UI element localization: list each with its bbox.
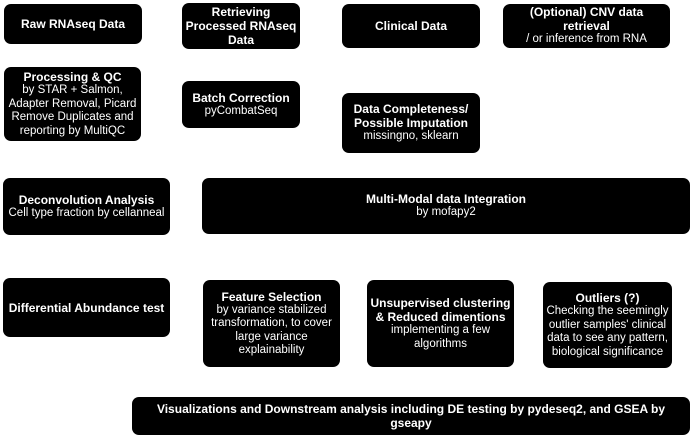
node-batch-correction: Batch Correction pyCombatSeq [182,81,300,128]
node-title-line: Unsupervised clustering [370,296,511,310]
node-subtitle-line: algorithms [413,337,468,350]
node-subtitle-line: large variance [235,330,308,343]
node-subtitle: by mofapy2 [416,206,476,219]
node-title: Multi-Modal data Integration [366,192,526,207]
node-subtitle-line: transformation, to cover [211,317,332,329]
node-data-completeness: Data Completeness/ Possible Imputation m… [342,93,480,153]
node-retrieving-processed-rnaseq: Retrieving Processed RNAseq Data [182,3,300,49]
node-title: Clinical Data [374,19,448,33]
node-title: Raw RNAseq Data [20,17,126,31]
node-subtitle-line: outlier samples' clinical [548,318,667,331]
node-subtitle: missingno, sklearn [363,130,459,143]
node-subtitle: pyCombatSeq [204,104,278,117]
node-subtitle-line: explainability [238,344,305,356]
node-deconvolution-analysis: Deconvolution Analysis Cell type fractio… [3,178,170,235]
node-title: (Optional) CNV data retrieval [529,5,644,34]
node-processing-qc: Processing & QC by STAR + Salmon, Adapte… [4,67,141,141]
node-title: Processing & QC [23,70,122,84]
node-subtitle-line: by variance stabilized [216,303,327,316]
node-title-line: Data [227,33,254,47]
node-clinical-data: Clinical Data [342,4,480,48]
node-visualizations-downstream: Visualizations and Downstream analysis i… [132,397,690,435]
node-title: Outliers (?) [575,291,640,305]
node-subtitle-line: Checking the seemingly [546,305,669,317]
node-differential-abundance: Differential Abundance test [3,278,170,337]
node-feature-selection: Feature Selection by variance stabilized… [203,280,340,367]
node-cnv-data-retrieval: (Optional) CNV data retrieval / or infer… [503,4,670,48]
node-raw-rnaseq-data: Raw RNAseq Data [4,4,142,44]
node-title-line: Possible Imputation [353,116,468,131]
node-title: Deconvolution Analysis [18,192,155,207]
node-subtitle-line: Adapter Removal, Picard [8,97,137,110]
node-subtitle: / or inference from RNA [526,33,647,46]
node-title-line: & Reduced dimentions [375,310,506,324]
node-unsupervised-clustering: Unsupervised clustering & Reduced diment… [367,280,514,367]
node-title-line: Processed RNAseq [185,19,297,33]
node-subtitle-line: implementing a few [390,324,491,336]
node-title: Batch Correction [192,90,290,105]
node-subtitle-line: biological significance [551,345,664,358]
node-title: Feature Selection [221,289,322,304]
node-subtitle-line: data to see any pattern, [547,332,668,344]
node-title: Visualizations and Downstream analysis i… [156,402,666,430]
node-subtitle-line: by STAR + Salmon, [22,84,123,96]
node-subtitle-line: reporting by MultiQC [19,124,126,137]
node-title-line: Retrieving [211,5,271,19]
node-multi-modal-integration: Multi-Modal data Integration by mofapy2 [202,178,690,234]
node-title-line: Data Completeness/ [353,102,469,117]
node-subtitle: Cell type fraction by cellanneal [8,206,165,219]
node-subtitle-line: Remove Duplicates and [11,111,134,123]
node-outliers: Outliers (?) Checking the seemingly outl… [543,282,672,368]
node-title: Differential Abundance test [8,300,165,315]
